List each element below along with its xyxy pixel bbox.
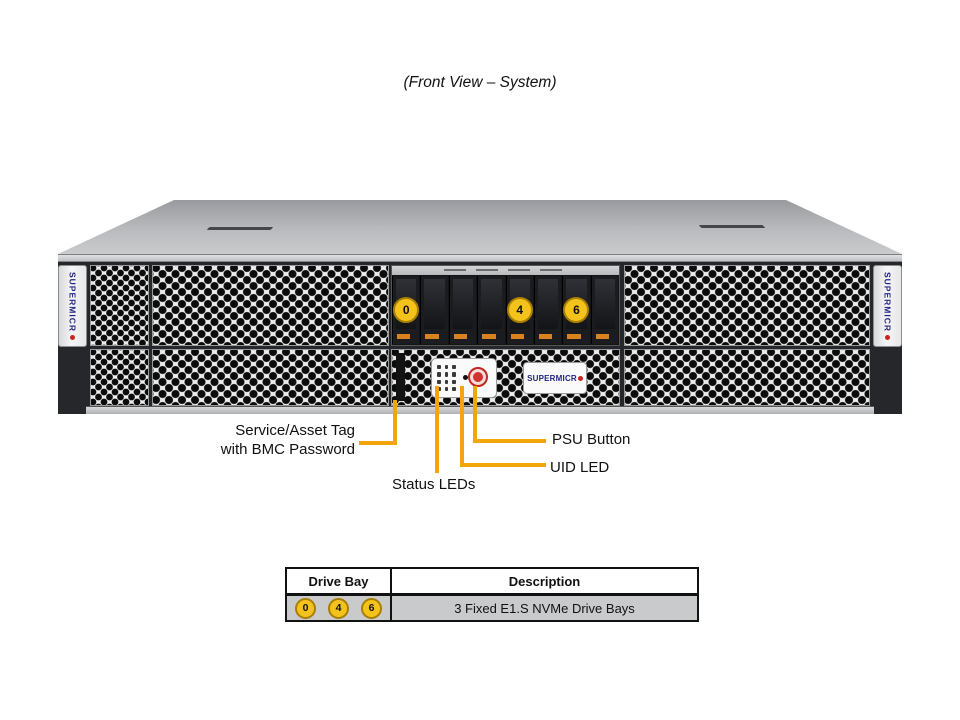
- status-led: [437, 372, 441, 377]
- drive-cage-top-rail: [392, 266, 619, 275]
- chassis-front-lip: [58, 254, 902, 262]
- callout-line-uid-led: [460, 386, 464, 467]
- cage-notch: [444, 269, 466, 271]
- drive-bay-badge: 6: [361, 597, 382, 619]
- callout-line-psu-button: [473, 386, 477, 443]
- drive-slot: [590, 276, 618, 344]
- table-cell-description: 3 Fixed E1.S NVMe Drive Bays: [390, 596, 697, 620]
- psu-button-label: PSU Button: [552, 431, 631, 448]
- service-tag-label-line1: Service/Asset Tag: [235, 422, 355, 439]
- front-control-area: SUPERMICR: [391, 349, 620, 406]
- drive-slot: [420, 276, 448, 344]
- callout-line-uid-led: [460, 463, 546, 467]
- service-tag-label-line2: with BMC Password: [220, 441, 355, 458]
- status-led: [452, 365, 456, 370]
- perforated-panel: [90, 349, 149, 406]
- drive-latch: [595, 334, 609, 339]
- callout-line-status-leds: [435, 386, 439, 473]
- right-rack-ear: SUPERMICR: [873, 265, 902, 347]
- callout-line-service-tag: [359, 441, 397, 445]
- perforated-panel: [152, 265, 389, 346]
- table-header-drive-bay: Drive Bay: [308, 573, 369, 589]
- table-header-row: Drive Bay Description: [287, 569, 697, 596]
- figure-title: (Front View – System): [403, 74, 557, 91]
- drive-bay-badge: 4: [328, 597, 349, 619]
- perforated-panel: [624, 265, 870, 346]
- status-led: [444, 379, 449, 384]
- status-led: [452, 372, 456, 377]
- status-led: [452, 386, 456, 391]
- drive-bay-badge: 0: [295, 597, 316, 619]
- supermicro-logo-badge: SUPERMICR: [523, 362, 587, 394]
- perforated-panel: [152, 349, 389, 406]
- status-leds-label: Status LEDs: [392, 476, 476, 493]
- chassis-front-face: 0 4 6 SUPERMICR: [58, 262, 902, 414]
- status-led: [437, 365, 441, 370]
- panel-screw-dot: [602, 373, 606, 377]
- cage-notch: [476, 269, 498, 271]
- drive-latch: [567, 334, 581, 339]
- lid-vent: [206, 227, 274, 230]
- status-led: [444, 372, 449, 377]
- drive-slot: [533, 276, 562, 344]
- drive-slot: 0: [392, 276, 420, 344]
- chassis-top-lid: [58, 200, 902, 254]
- server-chassis: 0 4 6 SUPERMICR: [58, 196, 902, 418]
- callout-line-service-tag: [393, 400, 397, 445]
- left-ear-logo-dot: [70, 334, 75, 340]
- uid-led-label: UID LED: [550, 459, 610, 476]
- right-ear-brand-text: SUPERMICR: [882, 272, 893, 333]
- drive-slot-face: [452, 279, 474, 329]
- drive-slot-face: [424, 279, 445, 329]
- drive-latch: [453, 334, 468, 339]
- callout-line-psu-button: [473, 439, 546, 443]
- drive-latch: [397, 334, 411, 339]
- lid-vent: [698, 225, 766, 228]
- drive-slot: [448, 276, 477, 344]
- perforated-panel: [624, 349, 870, 406]
- drive-bay-badge: 0: [393, 297, 420, 323]
- cage-notch: [540, 269, 562, 271]
- drive-slot-face: [481, 279, 502, 329]
- uid-led: [463, 375, 468, 380]
- right-ear-brand: SUPERMICR: [882, 272, 893, 340]
- control-panel: [431, 358, 497, 398]
- supermicro-logo-dot: [577, 375, 583, 381]
- status-led: [437, 379, 441, 384]
- drive-latch: [538, 334, 553, 339]
- cage-notch: [508, 269, 530, 271]
- drive-latch: [482, 334, 496, 339]
- drive-slot-face: [537, 279, 559, 329]
- perforated-panel: [90, 265, 149, 346]
- status-led: [444, 365, 449, 370]
- drive-bay-badge: 6: [563, 297, 590, 323]
- supermicro-logo-text: SUPERMICR: [527, 373, 577, 383]
- drive-latch: [425, 334, 439, 339]
- drive-bay-badge: 4: [506, 297, 533, 323]
- left-rack-ear: SUPERMICR: [58, 265, 87, 347]
- left-ear-brand: SUPERMICR: [67, 272, 78, 340]
- drive-slot-row: 0 4 6: [392, 275, 619, 345]
- table-header-description: Description: [390, 569, 697, 593]
- status-led: [452, 379, 456, 384]
- service-asset-tag: [396, 353, 405, 401]
- drive-slot: 4: [505, 276, 533, 344]
- drive-latch: [510, 334, 524, 339]
- drive-slot: 6: [562, 276, 590, 344]
- service-tag-label: Service/Asset Tag with BMC Password: [175, 421, 355, 459]
- right-ear-logo-dot: [885, 334, 890, 340]
- drive-slot: [477, 276, 505, 344]
- chassis-base-rail: [86, 406, 874, 414]
- psu-button: [468, 367, 488, 387]
- status-led: [444, 386, 449, 391]
- drive-slot-face: [594, 279, 615, 329]
- drive-cage: 0 4 6: [391, 265, 620, 346]
- left-ear-brand-text: SUPERMICR: [67, 272, 78, 333]
- status-led-grid: [437, 365, 456, 391]
